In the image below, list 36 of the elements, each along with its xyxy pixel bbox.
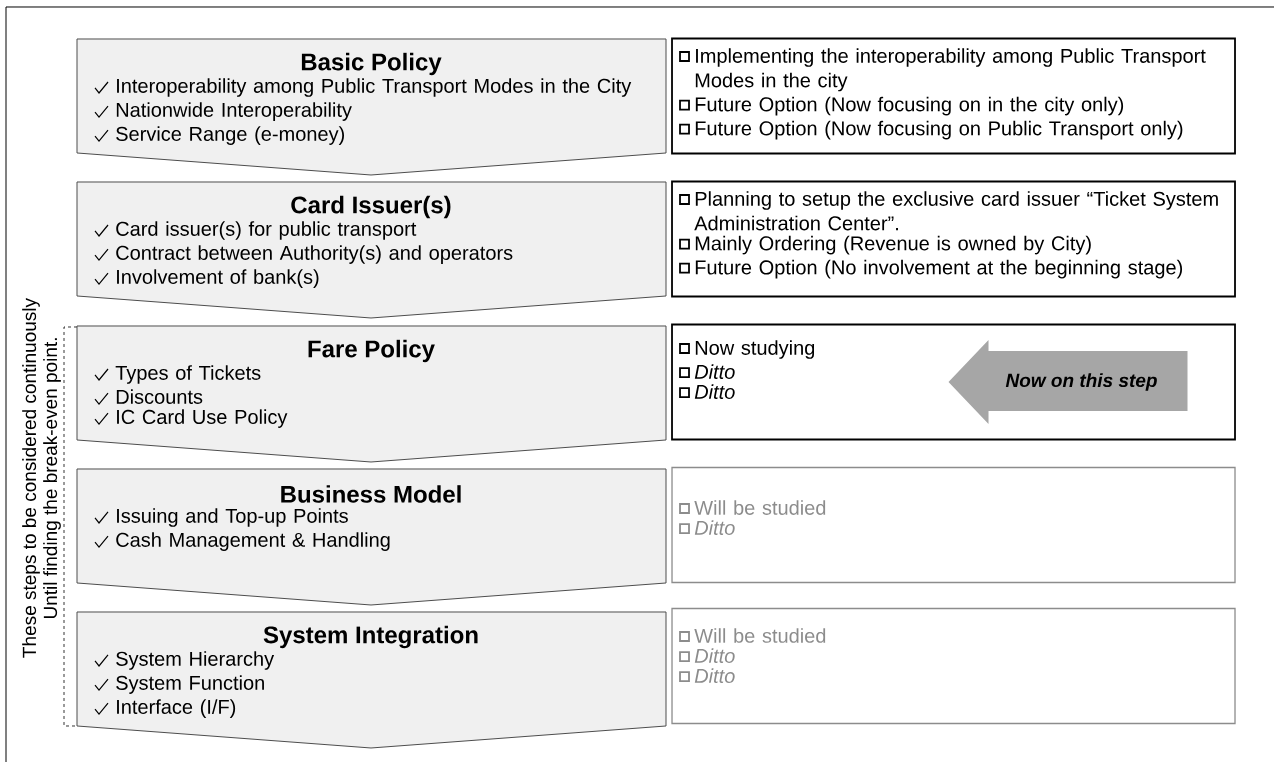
checklist-item: IC Card Use Policy (117, 409, 288, 428)
status-item: Ditto (694, 648, 735, 663)
status-item: Planning to setup the exclusive card issuer “Ticket System Administration Center”. (694, 191, 1218, 231)
status-item: Will be studied (694, 500, 826, 515)
checklist-item: Card issuer(s) for public transport (116, 221, 417, 240)
status-item: Ditto (694, 520, 735, 535)
step-heading: System Integration (263, 625, 478, 649)
checklist-item: Interface (I/F) (117, 699, 236, 718)
status-item: Now studying (695, 340, 815, 359)
status-item: Ditto (694, 384, 735, 399)
status-item: Implementing the interoperability among Public Transport Modes in the city (695, 48, 1206, 92)
side-note: These steps to be considered continuously (22, 298, 40, 658)
status-item: Will be studied (694, 628, 826, 643)
checklist-item: Nationwide Interoperability (116, 102, 352, 121)
status-item: Future Option (Now focusing on Public Transport only) (695, 120, 1183, 140)
side-note: Until finding the break-even point. (43, 338, 61, 619)
checklist-item: Interoperability among Public Transport Modes in the City (117, 78, 632, 97)
step-heading: Card Issuer(s) (291, 195, 451, 219)
pointer-callout: Now on this step (948, 340, 1188, 424)
status-item: Future Option (Now focusing on in the city only) (695, 96, 1124, 116)
checklist-item: Involvement of bank(s) (117, 269, 319, 288)
checklist-item: System Function (116, 675, 264, 694)
step-heading: Fare Policy (308, 339, 435, 363)
checklist-item: Service Range (e-money) (116, 126, 344, 145)
status-item: Ditto (694, 668, 735, 684)
checklist-item: Contract between Authority(s) and operators (116, 245, 513, 264)
step-heading: Basic Policy (301, 52, 442, 76)
checklist-item: Discounts (116, 389, 203, 404)
checklist-item: Cash Management & Handling (116, 532, 390, 551)
checklist-item: Types of Tickets (115, 365, 261, 384)
step-heading: Business Model (281, 485, 461, 503)
status-item: Future Option (No involvement at the beginning stage) (695, 259, 1183, 279)
checklist-item: Issuing and Top-up Points (117, 508, 348, 527)
checklist-item: System Hierarchy (116, 651, 275, 670)
status-item: Mainly Ordering (Revenue is owned by City) (695, 235, 1091, 255)
status-item: Ditto (694, 364, 735, 379)
